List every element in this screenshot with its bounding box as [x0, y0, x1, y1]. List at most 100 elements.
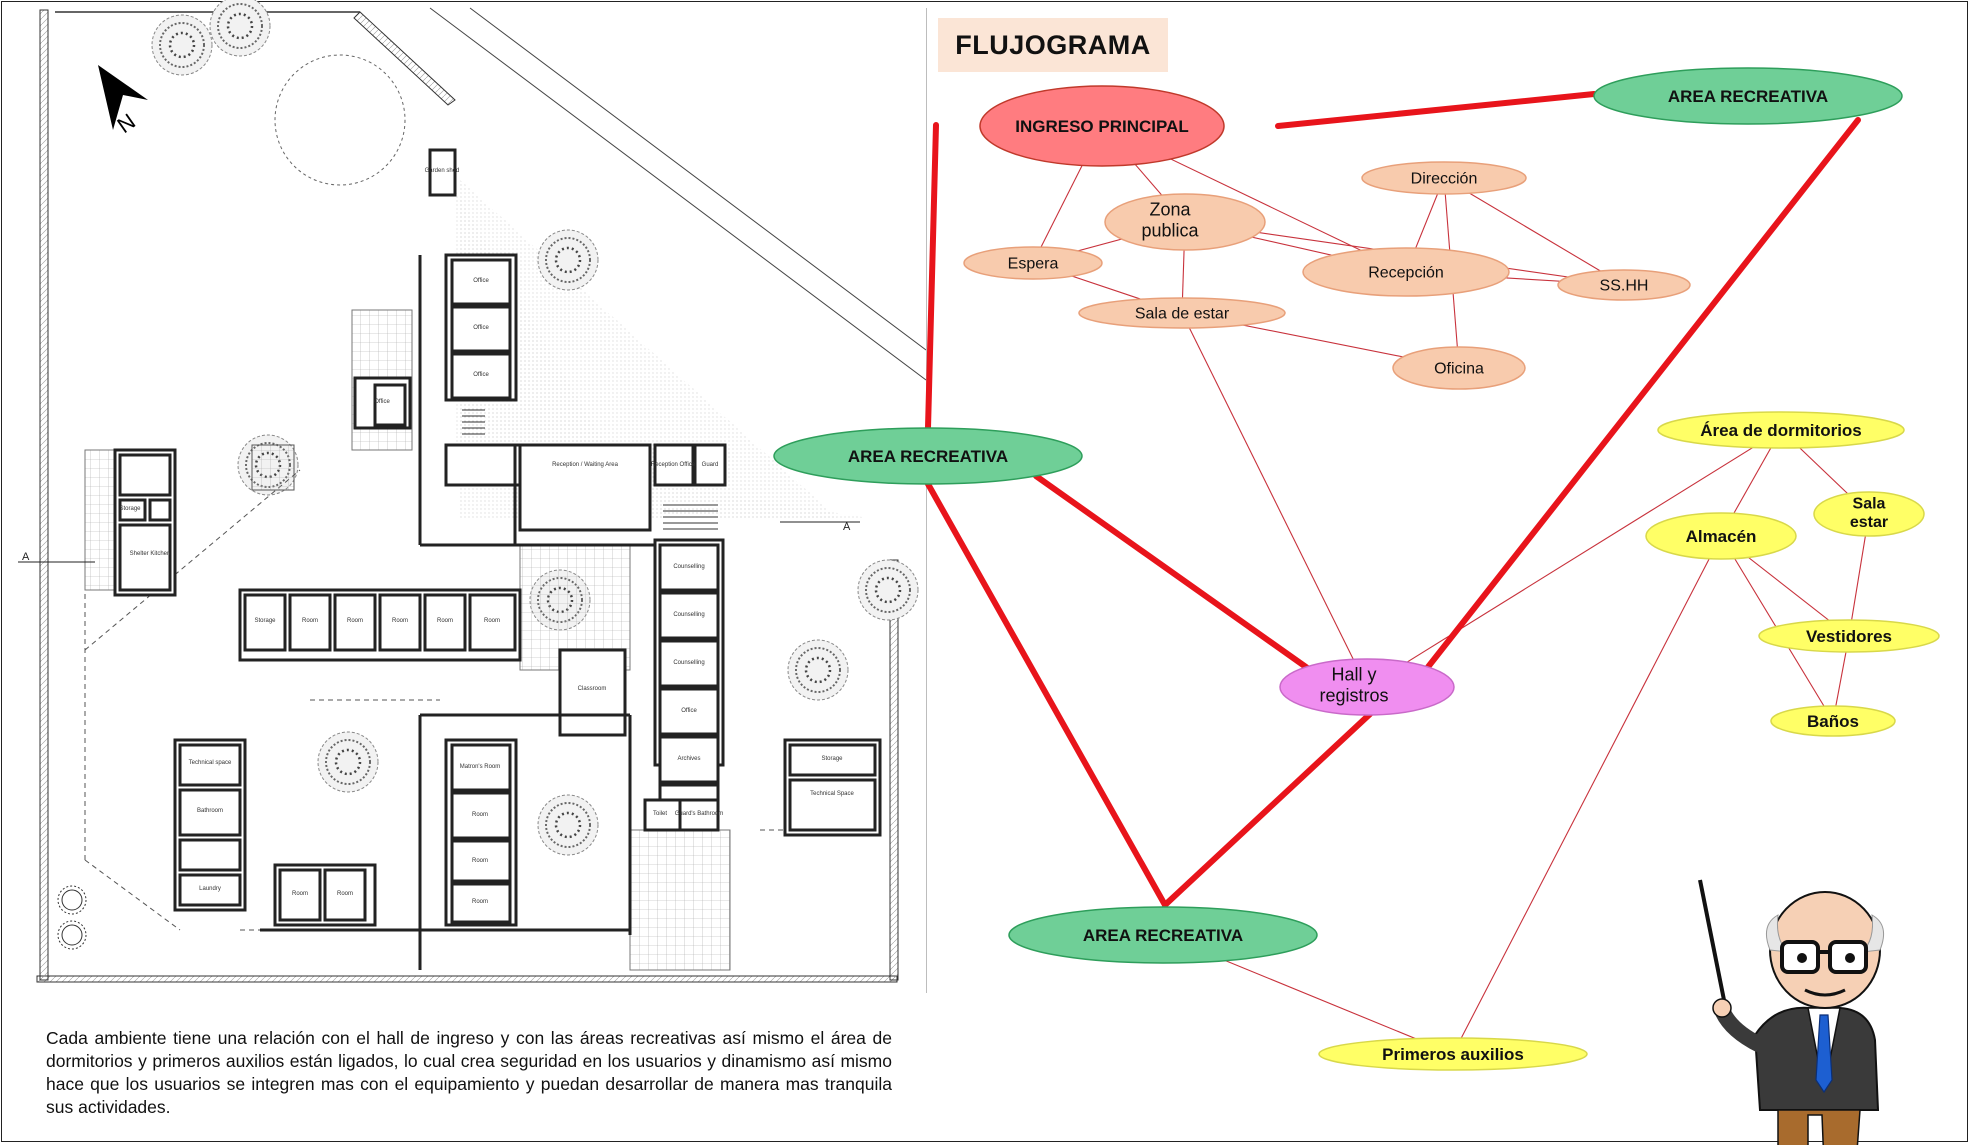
thin-link — [1181, 312, 1368, 688]
description-text: Cada ambiente tiene una relación con el … — [46, 1028, 892, 1117]
node-label: INGRESO PRINCIPAL — [1015, 117, 1188, 136]
building-walls — [113, 148, 882, 927]
strong-link — [1425, 117, 1861, 670]
room-label: Reception Office — [651, 462, 696, 468]
room-label: Guard — [702, 462, 719, 468]
room-label: Office — [681, 708, 697, 714]
node-label: Dirección — [1411, 171, 1478, 188]
room-label: Garden shed — [425, 168, 460, 174]
room-label: Reception / Waiting Area — [552, 462, 618, 468]
room-label: Storage — [821, 756, 843, 762]
node-recepcion: Recepción — [1302, 247, 1510, 297]
node-rec-bottom: AREA RECREATIVA — [1008, 906, 1318, 964]
node-espera: Espera — [963, 246, 1103, 280]
room-label: Guard's Bathroom — [675, 811, 724, 817]
node-oficina: Oficina — [1392, 346, 1526, 390]
node-vestidores: Vestidores — [1758, 619, 1940, 653]
thin-link — [1366, 429, 1782, 688]
strong-link — [1162, 711, 1373, 908]
room-label: Counselling — [673, 660, 704, 666]
node-dormitorios: Área de dormitorios — [1657, 411, 1905, 449]
node-label: AREA RECREATIVA — [1083, 926, 1243, 945]
room-label: Storage — [254, 618, 276, 624]
section-label: A — [22, 551, 30, 563]
flowchart-title: FLUJOGRAMA — [938, 18, 1168, 72]
outdoor-tables — [57, 885, 87, 950]
room-label: Office — [473, 278, 489, 284]
node-label: Oficina — [1434, 361, 1484, 378]
node-label: Vestidores — [1806, 627, 1892, 646]
node-ingreso: INGRESO PRINCIPAL — [979, 85, 1225, 167]
room-label: Technical space — [189, 760, 232, 766]
node-shape — [1104, 193, 1266, 251]
node-shape — [1279, 658, 1455, 716]
teacher-illustration — [1698, 879, 1885, 1145]
room-label: Room — [472, 899, 488, 905]
node-banos: Baños — [1770, 705, 1896, 737]
node-primeros: Primeros auxilios — [1318, 1037, 1588, 1071]
node-shape — [1645, 512, 1797, 560]
node-rec-top: AREA RECREATIVA — [1593, 67, 1903, 125]
node-label: SS.HH — [1600, 278, 1649, 295]
node-label: Primeros auxilios — [1382, 1045, 1524, 1064]
node-shape — [963, 246, 1103, 280]
node-shape — [1593, 67, 1903, 125]
room-label: Room — [337, 891, 353, 897]
node-shape — [1770, 705, 1896, 737]
node-shape — [979, 85, 1225, 167]
node-label: AREA RECREATIVA — [848, 447, 1008, 466]
node-label: Baños — [1807, 712, 1859, 731]
node-shape — [1758, 619, 1940, 653]
room-label: Storage — [119, 506, 141, 512]
node-label: Recepción — [1368, 265, 1444, 282]
thin-link — [1443, 177, 1625, 286]
room-label: Office — [374, 399, 390, 405]
room-label: Room — [472, 858, 488, 864]
node-label: Sala de estar — [1135, 306, 1230, 323]
room-label: Room — [437, 618, 453, 624]
thin-link — [1452, 535, 1722, 1055]
strong-link — [925, 481, 1168, 908]
room-label: Counselling — [673, 612, 704, 618]
node-direccion: Dirección — [1361, 161, 1527, 195]
node-label: Espera — [1008, 256, 1059, 273]
node-rec-left: AREA RECREATIVA — [773, 427, 1083, 485]
strong-link — [1275, 91, 1597, 129]
strong-link — [925, 122, 939, 431]
room-label: Room — [347, 618, 363, 624]
strong-link — [1033, 473, 1316, 675]
room-label: Technical Space — [810, 791, 854, 797]
room-label: Counselling — [673, 564, 704, 570]
node-shape — [1657, 411, 1905, 449]
node-almacen: Almacén — [1645, 512, 1797, 560]
room-label: Shelter Kitchen — [130, 551, 171, 557]
site-boundary — [36, 7, 926, 983]
node-shape — [1392, 346, 1526, 390]
node-shape — [1318, 1037, 1588, 1071]
divider — [926, 8, 927, 993]
node-shape — [1361, 161, 1527, 195]
room-label: Room — [292, 891, 308, 897]
planting-circle — [274, 54, 406, 186]
stairs — [462, 409, 718, 530]
floor-plan: N — [18, 0, 926, 983]
room-label: Matron's Room — [460, 764, 501, 770]
room-label: Classroom — [578, 686, 607, 692]
section-label: A — [843, 521, 851, 533]
node-label: Almacén — [1686, 527, 1757, 546]
room-label: Room — [392, 618, 408, 624]
node-label: Área de dormitorios — [1700, 421, 1862, 440]
node-sala: Sala de estar — [1078, 297, 1286, 329]
room-label: Office — [473, 325, 489, 331]
node-shape — [773, 427, 1083, 485]
node-sshh: SS.HH — [1557, 269, 1691, 301]
